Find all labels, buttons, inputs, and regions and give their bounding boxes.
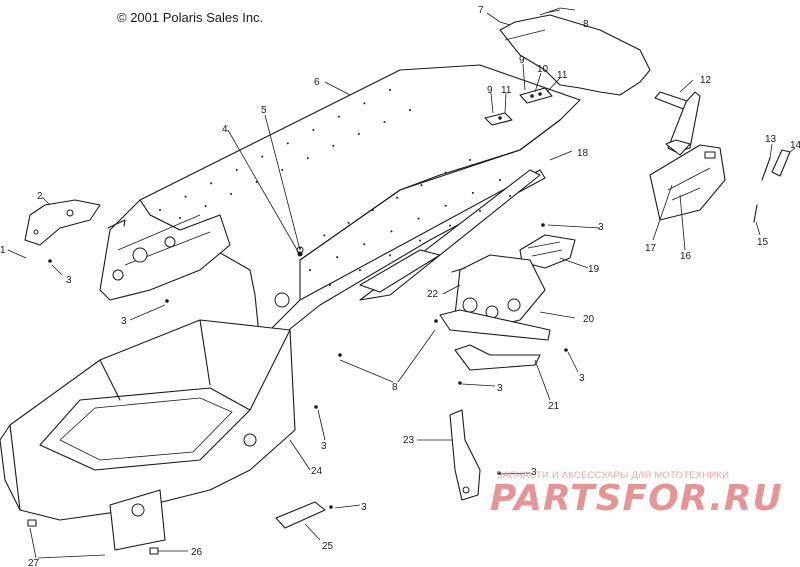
- rivet-dot: [347, 221, 350, 224]
- callout-21: 21: [548, 401, 560, 412]
- rivet-dot: [390, 230, 393, 233]
- rivet-dot: [409, 109, 411, 111]
- rivet-dot: [469, 159, 471, 161]
- rivet-dot: [281, 169, 284, 171]
- callout-7: 7: [478, 5, 484, 16]
- callout-3g: 3: [531, 467, 537, 478]
- callout-22: 22: [427, 289, 439, 300]
- callout-24: 24: [311, 466, 323, 477]
- rivet-dot: [323, 234, 326, 237]
- callout-27: 27: [28, 558, 40, 567]
- callout-3f: 3: [321, 441, 327, 452]
- rivet-dot: [389, 89, 391, 91]
- tunnel-rivets: [159, 89, 511, 286]
- part-13-pin: [753, 157, 771, 223]
- rivet-dot: [449, 224, 451, 227]
- callout-13: 13: [765, 134, 777, 145]
- callout-6: 6: [314, 77, 320, 88]
- callout-19: 19: [588, 264, 600, 275]
- rivet-dot: [509, 195, 511, 197]
- rivet-dot: [444, 171, 447, 174]
- part-6-tunnel: [99, 64, 581, 346]
- rivet-dot: [204, 205, 207, 207]
- callout-4: 4: [222, 124, 228, 135]
- callout-2: 2: [37, 191, 43, 202]
- callout-5: 5: [261, 105, 267, 116]
- part-16-side-plate: [649, 144, 726, 221]
- callout-labels: 7 8 12 6 9 10 11 9 11 4 5 18 13 14 15 16…: [0, 5, 800, 567]
- callout-3b: 3: [598, 222, 604, 233]
- leader-lines: [7, 9, 796, 559]
- rivet-dot: [336, 256, 339, 259]
- rivet-dot: [359, 269, 361, 272]
- rivet-dot: [337, 115, 340, 118]
- rivet-dot: [363, 243, 366, 246]
- part-20-hitch: [439, 254, 551, 371]
- callout-8b: 8: [392, 382, 398, 393]
- rivet-dot: [389, 254, 391, 257]
- rivet-dot: [479, 209, 481, 212]
- copyright-notice: © 2001 Polaris Sales Inc.: [117, 10, 264, 25]
- callout-1: 1: [0, 245, 6, 256]
- rivet-dot: [420, 184, 423, 187]
- callout-9: 9: [519, 55, 525, 66]
- rivet-dot: [383, 121, 386, 123]
- watermark-tagline: ЗАПЧАСТИ И АКСЕССУАРЫ ДЛЯ МОТОТЕХНИКИ: [497, 470, 730, 481]
- rivet-dot: [329, 284, 331, 286]
- rivet-dot: [286, 142, 289, 145]
- part-14-clip: [771, 149, 791, 177]
- callout-20: 20: [583, 314, 595, 325]
- callout-18: 18: [577, 148, 589, 159]
- rivet-dot: [371, 209, 374, 212]
- callout-3h: 3: [361, 502, 367, 513]
- rivet-dot: [230, 193, 233, 195]
- callout-3c: 3: [121, 316, 127, 327]
- rivet-dot: [159, 209, 161, 211]
- part-24-belly-pan: [0, 319, 296, 551]
- callout-11b: 11: [501, 85, 512, 96]
- callout-3a: 3: [66, 275, 72, 286]
- callout-12: 12: [700, 75, 712, 86]
- rivet-dot: [235, 169, 238, 171]
- rivet-dot: [396, 196, 399, 199]
- rivet-dot: [306, 157, 309, 159]
- callout-16: 16: [680, 251, 692, 262]
- part-7-rear-flap: [499, 7, 651, 96]
- callout-26: 26: [191, 547, 203, 558]
- callout-3e: 3: [579, 373, 585, 384]
- rivet-dot: [210, 182, 213, 185]
- rivet-dot: [499, 179, 501, 181]
- part-2-bracket: [24, 199, 101, 246]
- rivet-dot: [261, 155, 264, 158]
- callout-3d: 3: [497, 383, 503, 394]
- rivet-dot: [444, 204, 447, 207]
- rivet-dot: [184, 195, 187, 198]
- rivet-dot: [419, 239, 421, 242]
- rivet-dot: [312, 129, 315, 131]
- watermark-logo: PARTSFOR.RU: [490, 478, 783, 519]
- rivet-dot: [332, 145, 335, 147]
- rivet-dot: [309, 269, 311, 271]
- callout-11: 11: [557, 70, 568, 81]
- part-9-bracket: [484, 87, 553, 126]
- part-12-handle: [654, 91, 701, 156]
- callout-9b: 9: [487, 85, 493, 96]
- callout-10: 10: [537, 64, 549, 75]
- part-25-plate: [275, 501, 326, 529]
- callout-14: 14: [790, 140, 800, 151]
- rivet-dot: [179, 217, 181, 219]
- rivet-dot: [357, 133, 360, 135]
- callout-8: 8: [583, 19, 589, 30]
- part-23-bracket: [449, 409, 481, 501]
- callout-15: 15: [757, 237, 769, 248]
- callout-25: 25: [322, 541, 334, 552]
- callout-23: 23: [403, 435, 415, 446]
- rivet-dot: [417, 217, 420, 220]
- callout-17: 17: [645, 243, 657, 254]
- rivet-dot: [471, 191, 474, 194]
- rivet-dot: [255, 181, 258, 183]
- rivet-dot: [363, 102, 366, 105]
